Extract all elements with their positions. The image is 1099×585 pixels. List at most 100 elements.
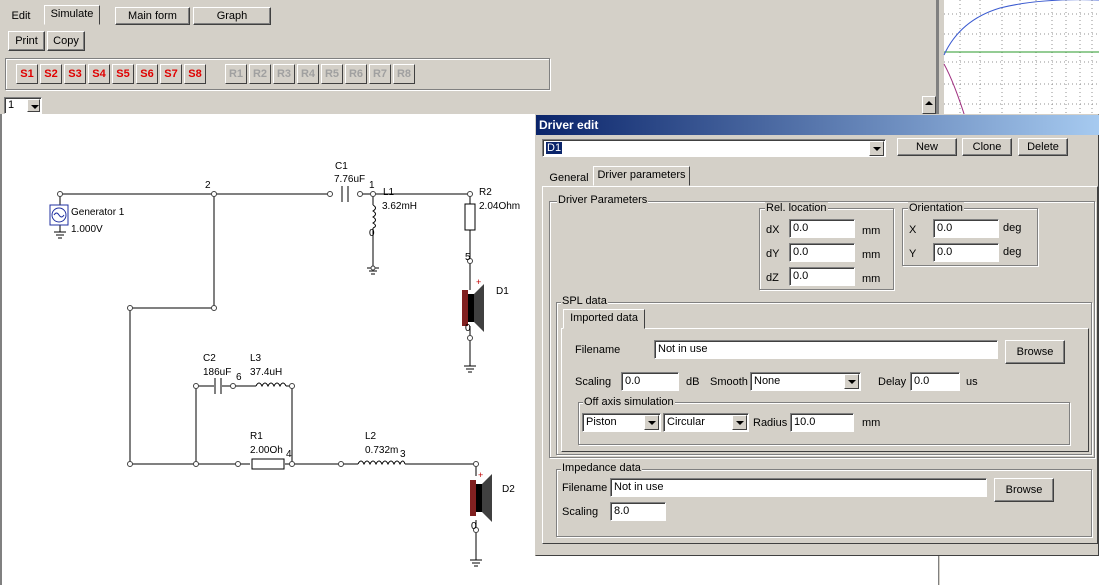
ref-button-r3[interactable]: R3 — [273, 64, 295, 84]
spl-scaling-input[interactable]: 0.0 — [621, 372, 679, 391]
spl-browse-button[interactable]: Browse — [1005, 340, 1065, 364]
dx-label: dX — [766, 224, 780, 236]
impedance-filename-input[interactable]: Not in use — [610, 478, 987, 497]
d1-name: D1 — [496, 286, 509, 297]
l1-name: L1 — [383, 187, 395, 198]
ref-button-r1[interactable]: R1 — [225, 64, 247, 84]
page-selector[interactable]: 1 — [4, 97, 42, 114]
spl-filename-input[interactable]: Not in use — [654, 340, 998, 359]
radius-input[interactable]: 10.0 — [790, 413, 854, 432]
print-button[interactable]: Print — [8, 31, 45, 51]
driver-parameters-title: Driver Parameters — [557, 194, 649, 207]
graph-window-lower — [940, 555, 1099, 585]
sim-button-s5[interactable]: S5 — [112, 64, 134, 84]
ref-button-r8[interactable]: R8 — [393, 64, 415, 84]
dz-input[interactable]: 0.0 — [789, 267, 855, 286]
delay-label: Delay — [878, 376, 907, 388]
off-axis-model-select[interactable]: Piston — [582, 413, 661, 432]
sim-button-s2[interactable]: S2 — [40, 64, 62, 84]
clone-driver-button[interactable]: Clone — [962, 138, 1012, 156]
ref-button-r4[interactable]: R4 — [297, 64, 319, 84]
tab-general[interactable]: General — [549, 172, 589, 184]
dz-label: dZ — [766, 272, 779, 284]
impedance-filename-label: Filename — [562, 482, 608, 494]
smooth-select[interactable]: None — [750, 372, 861, 391]
new-driver-button[interactable]: New — [897, 138, 957, 156]
main-form-button[interactable]: Main form — [115, 7, 190, 25]
capacitor-c2 — [214, 378, 222, 394]
generator-name: Generator 1 — [71, 207, 125, 218]
dy-unit: mm — [862, 249, 881, 261]
spl-scaling-label: Scaling — [575, 376, 612, 388]
ref-button-r7[interactable]: R7 — [369, 64, 391, 84]
menu-edit[interactable]: Edit — [11, 10, 31, 22]
spl-data-group — [556, 302, 1092, 455]
chevron-down-icon[interactable] — [844, 374, 859, 389]
node-0-l1-label: 0 — [369, 228, 375, 239]
d2-name: D2 — [502, 484, 515, 495]
impedance-scaling-label: Scaling — [562, 506, 599, 518]
orientation-x-input[interactable]: 0.0 — [933, 219, 999, 238]
l3-value: 37.4uH — [250, 367, 283, 378]
orientation-x-unit: deg — [1003, 222, 1022, 234]
chevron-down-icon[interactable] — [27, 99, 40, 112]
delay-unit: us — [966, 376, 978, 388]
sim-button-s4[interactable]: S4 — [88, 64, 110, 84]
r1-value: 2.00Oh — [250, 445, 283, 456]
impedance-data-title: Impedance data — [561, 462, 642, 475]
sim-button-s6[interactable]: S6 — [136, 64, 158, 84]
impedance-data-group — [556, 469, 1092, 537]
tab-driver-parameters[interactable]: Driver parameters — [593, 166, 690, 186]
dialog-title-bar[interactable] — [536, 115, 1099, 135]
chevron-up-icon — [925, 101, 933, 105]
vertical-scrollbar[interactable] — [922, 96, 936, 114]
sim-button-s3[interactable]: S3 — [64, 64, 86, 84]
spl-data-title: SPL data — [561, 295, 608, 308]
imported-data-panel — [561, 328, 1089, 452]
dy-input[interactable]: 0.0 — [789, 243, 855, 262]
off-axis-title: Off axis simulation — [583, 396, 675, 409]
svg-text:+: + — [478, 470, 483, 480]
off-axis-model-value: Piston — [586, 416, 617, 428]
driver-select-value: D1 — [546, 142, 563, 154]
sim-button-s8[interactable]: S8 — [184, 64, 206, 84]
chevron-down-icon[interactable] — [869, 141, 884, 156]
c2-name: C2 — [203, 353, 216, 364]
delete-driver-button[interactable]: Delete — [1018, 138, 1068, 156]
dz-unit: mm — [862, 273, 881, 285]
ref-button-r5[interactable]: R5 — [321, 64, 343, 84]
inductor-l3 — [255, 382, 287, 388]
radius-label: Radius — [753, 417, 788, 429]
impedance-browse-button[interactable]: Browse — [994, 478, 1054, 502]
dialog-title: Driver edit — [539, 118, 599, 132]
chevron-down-icon[interactable] — [732, 415, 747, 430]
node-1-label: 1 — [369, 180, 375, 191]
sim-button-s7[interactable]: S7 — [160, 64, 182, 84]
rel-location-title: Rel. location — [765, 202, 828, 215]
chevron-down-icon[interactable] — [644, 415, 659, 430]
graph-button[interactable]: Graph — [193, 7, 271, 25]
ref-button-r2[interactable]: R2 — [249, 64, 271, 84]
l3-name: L3 — [250, 353, 262, 364]
c2-value: 186uF — [203, 367, 232, 378]
driver-select[interactable]: D1 — [542, 139, 886, 157]
orientation-y-input[interactable]: 0.0 — [933, 243, 999, 262]
off-axis-shape-value: Circular — [667, 416, 705, 428]
sim-button-s1[interactable]: S1 — [16, 64, 38, 84]
dx-input[interactable]: 0.0 — [789, 219, 855, 238]
smooth-value: None — [754, 375, 781, 387]
driver-parameters-group — [549, 201, 1095, 458]
orientation-title: Orientation — [908, 202, 964, 215]
tab-imported-data[interactable]: Imported data — [563, 309, 645, 329]
impedance-scaling-input[interactable]: 8.0 — [610, 502, 666, 521]
orientation-y-label: Y — [909, 248, 917, 260]
ref-button-r6[interactable]: R6 — [345, 64, 367, 84]
speaker-d1: + — [462, 277, 484, 332]
svg-text:+: + — [476, 277, 481, 287]
copy-button[interactable]: Copy — [47, 31, 85, 51]
l2-name: L2 — [365, 431, 377, 442]
off-axis-shape-select[interactable]: Circular — [663, 413, 749, 432]
delay-input[interactable]: 0.0 — [910, 372, 960, 391]
menu-simulate[interactable]: Simulate — [44, 5, 100, 25]
graph-window — [940, 0, 1099, 120]
